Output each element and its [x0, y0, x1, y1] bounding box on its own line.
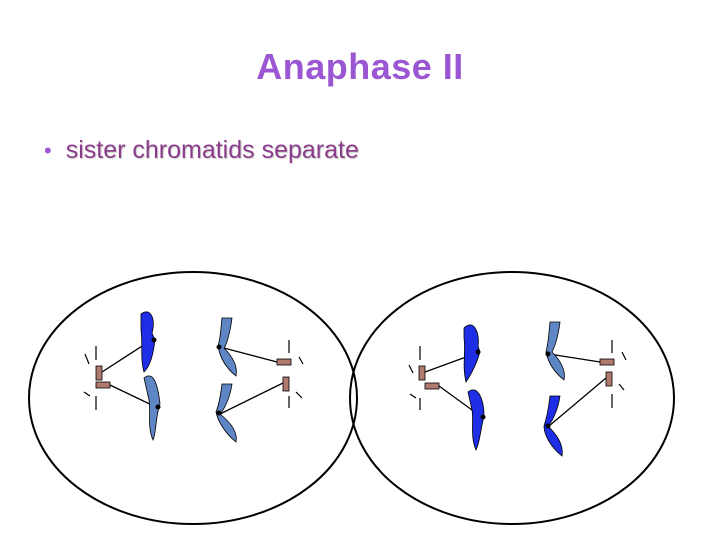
cell-membrane — [28, 271, 358, 525]
centromere — [475, 349, 481, 355]
centriole — [605, 371, 613, 387]
centromere — [151, 337, 157, 343]
chromatid — [215, 383, 237, 443]
bullet-marker: • — [44, 138, 52, 163]
centriole — [95, 365, 103, 381]
centriole — [282, 376, 290, 392]
bullet-text: sister chromatids separate — [65, 136, 359, 164]
chromatid — [543, 395, 563, 457]
spindle-fibers — [101, 338, 284, 415]
chromatid — [467, 389, 485, 451]
centromere — [480, 414, 486, 420]
centriole — [424, 382, 440, 390]
aster-right — [288, 340, 304, 408]
cell-left — [28, 271, 358, 525]
slide-title: Anaphase II — [256, 46, 464, 87]
centromere — [545, 423, 551, 429]
centriole — [599, 358, 615, 366]
centromere — [216, 410, 222, 416]
centriole — [95, 381, 111, 389]
chromatid — [143, 375, 161, 442]
chromatid — [217, 317, 237, 377]
aster-left — [83, 346, 97, 410]
centriole — [418, 365, 426, 381]
aster-left — [408, 346, 421, 410]
centriole — [276, 358, 292, 366]
chromatid — [140, 311, 156, 373]
centromere — [545, 351, 551, 357]
chromatid — [545, 321, 565, 381]
aster-right — [611, 340, 627, 408]
centromere — [155, 404, 161, 410]
centromere — [216, 344, 222, 350]
bullet-item: • sister chromatids separate — [44, 136, 359, 165]
spindle-fibers — [424, 352, 607, 427]
cell-right — [349, 271, 675, 525]
cell-membrane — [349, 271, 675, 525]
chromatid — [463, 324, 481, 383]
